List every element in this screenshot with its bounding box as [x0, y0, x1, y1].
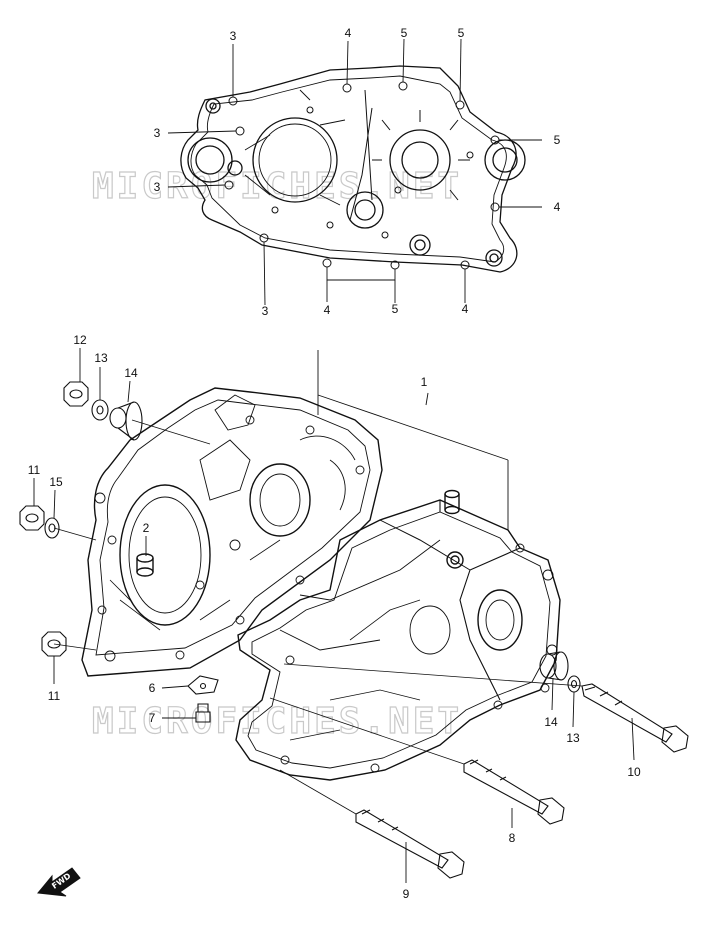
callout-1: 1 — [421, 375, 428, 389]
left-case-holes — [94, 415, 365, 662]
nut-11-upper — [19, 505, 45, 531]
callout-6: 6 — [149, 681, 156, 695]
callout-14-a: 14 — [124, 366, 138, 380]
left-crankcase-half — [81, 387, 383, 677]
bolt-8 — [463, 759, 565, 825]
callout-3-d: 3 — [262, 304, 269, 318]
bushing-14-right — [539, 651, 569, 681]
dowel-pin-right — [444, 489, 460, 515]
callout-11-a: 11 — [28, 463, 41, 477]
right-case-holes — [280, 543, 558, 773]
callout-13-b: 13 — [566, 731, 580, 745]
nut-11-lower — [41, 631, 67, 657]
callout-13-a: 13 — [94, 351, 108, 365]
right-crankcase-half — [235, 489, 561, 781]
callout-10: 10 — [627, 765, 641, 779]
bushing-14-left — [109, 401, 143, 441]
callout-5-a: 5 — [401, 26, 408, 40]
screw-7 — [195, 703, 211, 723]
fwd-arrow-icon: FWD — [37, 867, 81, 897]
dowel-pin-2 — [136, 553, 154, 577]
callout-12: 12 — [73, 333, 87, 347]
callout-4-d: 4 — [462, 302, 469, 316]
callout-3-c: 3 — [154, 180, 161, 194]
nut-12 — [63, 381, 89, 407]
callout-3-b: 3 — [154, 126, 161, 140]
washer-13-right — [567, 675, 581, 693]
callout-4-a: 4 — [345, 26, 352, 40]
leader-1 — [317, 350, 509, 530]
watermark-top: MICROFICHES.NET — [92, 166, 462, 207]
callout-4-b: 4 — [554, 200, 561, 214]
callout-5-c: 5 — [554, 133, 561, 147]
callout-4-c: 4 — [324, 303, 331, 317]
callout-8: 8 — [509, 831, 516, 845]
watermark-bottom: MICROFICHES.NET — [92, 701, 462, 742]
bolt-9 — [355, 809, 465, 879]
washer-13-left — [91, 399, 109, 421]
callout-2: 2 — [143, 521, 150, 535]
callout-5-b: 5 — [458, 26, 465, 40]
callout-5-d: 5 — [392, 302, 399, 316]
callout-9: 9 — [403, 887, 410, 901]
callout-7: 7 — [149, 711, 156, 725]
callout-15: 15 — [49, 475, 63, 489]
leader-lines-top — [167, 38, 542, 306]
callout-numbers: 3 3 3 3 4 4 4 4 5 5 5 5 1 2 6 7 8 9 10 1… — [28, 26, 641, 901]
callout-3-a: 3 — [230, 29, 237, 43]
callout-14-b: 14 — [544, 715, 558, 729]
crankcase-gasket-view — [180, 65, 526, 273]
leader-lines-bottom — [33, 348, 635, 883]
bolt-10 — [581, 683, 689, 753]
callout-11-b: 11 — [48, 689, 61, 703]
plate-6 — [187, 675, 219, 695]
washer-15 — [44, 517, 60, 539]
assembly-lines — [53, 419, 583, 815]
